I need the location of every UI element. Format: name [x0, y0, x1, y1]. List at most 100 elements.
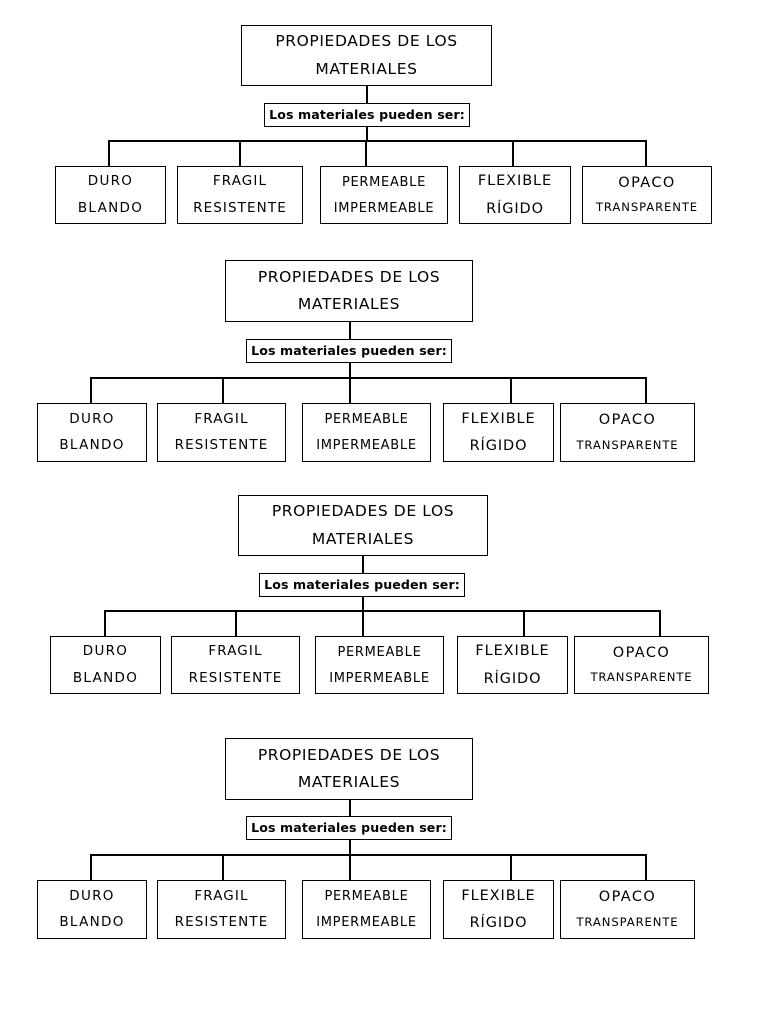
- leaf-line-2: BLANDO: [77, 199, 144, 216]
- leaf-line-1: FRAGIL: [194, 410, 249, 427]
- connector-drop-3: [365, 140, 367, 166]
- title-box: PROPIEDADES DE LOS MATERIALES: [241, 25, 492, 86]
- connector-drop-4: [510, 377, 512, 403]
- leaf-line-2: BLANDO: [72, 669, 139, 686]
- title-box: PROPIEDADES DE LOS MATERIALES: [225, 260, 473, 322]
- leaf-box-opaco-transparente: OPACO TRANSPARENTE: [582, 166, 712, 224]
- connector-drop-4: [512, 140, 514, 166]
- connector-title-to-subtitle: [366, 86, 368, 103]
- connector-drop-4: [523, 610, 525, 636]
- leaf-line-2: IMPERMEABLE: [316, 915, 417, 930]
- leaf-line-2: TRANSPARENTE: [576, 437, 679, 452]
- leaf-line-1: OPACO: [598, 412, 657, 429]
- connector-drop-5: [645, 377, 647, 403]
- leaf-line-2: TRANSPARENTE: [590, 670, 693, 685]
- title-box: PROPIEDADES DE LOS MATERIALES: [238, 495, 488, 556]
- leaf-line-2: RESISTENTE: [174, 914, 269, 930]
- leaf-line-2: RÍGIDO: [483, 670, 542, 687]
- leaf-line-2: RESISTENTE: [193, 199, 287, 216]
- leaf-line-1: FLEXIBLE: [477, 173, 553, 189]
- connector-drop-4: [510, 854, 512, 880]
- leaf-box-duro-blando: DURO BLANDO: [50, 636, 161, 694]
- subtitle-box: Los materiales pueden ser:: [264, 103, 470, 127]
- leaf-line-1: DURO: [87, 173, 134, 189]
- connector-drop-3: [362, 610, 364, 636]
- connector-drop-3: [349, 377, 351, 403]
- connector-horizontal-bus: [104, 610, 659, 612]
- leaf-box-permeable-impermeable: PERMEABLE IMPERMEABLE: [320, 166, 448, 224]
- leaf-line-2: BLANDO: [59, 914, 125, 930]
- leaf-line-1: DURO: [69, 887, 115, 904]
- connector-drop-5: [645, 854, 647, 880]
- leaf-line-2: BLANDO: [59, 437, 125, 453]
- connector-subtitle-to-bus: [362, 597, 364, 610]
- leaf-line-2: RESISTENTE: [188, 669, 283, 686]
- leaf-box-permeable-impermeable: PERMEABLE IMPERMEABLE: [302, 880, 431, 939]
- connector-title-to-subtitle: [349, 800, 351, 816]
- leaf-line-2: RESISTENTE: [174, 437, 269, 453]
- leaf-line-2: TRANSPARENTE: [576, 914, 679, 929]
- leaf-line-1: FLEXIBLE: [461, 410, 536, 427]
- connector-drop-1: [108, 140, 110, 166]
- connector-title-to-subtitle: [349, 322, 351, 339]
- leaf-line-1: OPACO: [612, 644, 671, 661]
- title-line-1: PROPIEDADES DE LOS: [257, 267, 441, 286]
- connector-horizontal-bus: [90, 854, 646, 856]
- leaf-box-fragil-resistente: FRAGIL RESISTENTE: [157, 880, 286, 939]
- connector-drop-5: [659, 610, 661, 636]
- title-line-2: MATERIALES: [311, 529, 415, 548]
- connector-drop-2: [235, 610, 237, 636]
- connector-drop-3: [349, 854, 351, 880]
- connector-horizontal-bus: [90, 377, 646, 379]
- leaf-box-flexible-rigido: FLEXIBLE RÍGIDO: [459, 166, 571, 224]
- leaf-line-1: OPACO: [598, 889, 657, 906]
- title-line-2: MATERIALES: [315, 59, 418, 78]
- leaf-line-2: TRANSPARENTE: [595, 200, 699, 215]
- title-line-1: PROPIEDADES DE LOS: [275, 32, 458, 50]
- leaf-line-1: FLEXIBLE: [475, 643, 550, 659]
- leaf-box-flexible-rigido: FLEXIBLE RÍGIDO: [443, 880, 554, 939]
- title-line-1: PROPIEDADES DE LOS: [257, 745, 441, 764]
- title-line-2: MATERIALES: [297, 773, 401, 791]
- leaf-box-flexible-rigido: FLEXIBLE RÍGIDO: [443, 403, 554, 462]
- leaf-box-duro-blando: DURO BLANDO: [37, 880, 147, 939]
- connector-subtitle-to-bus: [349, 363, 351, 377]
- leaf-box-opaco-transparente: OPACO TRANSPARENTE: [560, 403, 695, 462]
- leaf-box-opaco-transparente: OPACO TRANSPARENTE: [574, 636, 709, 694]
- leaf-box-duro-blando: DURO BLANDO: [37, 403, 147, 462]
- leaf-line-1: DURO: [69, 410, 115, 427]
- connector-drop-1: [90, 377, 92, 403]
- connector-title-to-subtitle: [362, 556, 364, 573]
- leaf-line-2: IMPERMEABLE: [316, 438, 417, 453]
- leaf-box-opaco-transparente: OPACO TRANSPARENTE: [560, 880, 695, 939]
- connector-horizontal-bus: [108, 140, 645, 142]
- connector-drop-2: [239, 140, 241, 166]
- connector-drop-5: [645, 140, 647, 166]
- connector-drop-1: [90, 854, 92, 880]
- title-line-1: PROPIEDADES DE LOS: [271, 502, 455, 520]
- leaf-line-1: FRAGIL: [208, 643, 263, 659]
- connector-subtitle-to-bus: [349, 840, 351, 854]
- connector-drop-1: [104, 610, 106, 636]
- title-line-2: MATERIALES: [297, 295, 401, 313]
- leaf-line-2: RÍGIDO: [486, 200, 544, 217]
- leaf-line-1: FLEXIBLE: [461, 887, 536, 904]
- leaf-box-fragil-resistente: FRAGIL RESISTENTE: [171, 636, 300, 694]
- leaf-line-2: RÍGIDO: [469, 438, 528, 454]
- leaf-line-2: IMPERMEABLE: [333, 200, 435, 216]
- subtitle-box: Los materiales pueden ser:: [259, 573, 465, 597]
- leaf-box-fragil-resistente: FRAGIL RESISTENTE: [157, 403, 286, 462]
- leaf-line-1: PERMEABLE: [337, 644, 422, 660]
- leaf-line-1: DURO: [82, 643, 129, 659]
- leaf-line-1: OPACO: [618, 174, 676, 191]
- leaf-line-1: PERMEABLE: [324, 889, 409, 904]
- title-box: PROPIEDADES DE LOS MATERIALES: [225, 738, 473, 800]
- leaf-line-1: FRAGIL: [212, 173, 268, 189]
- subtitle-box: Los materiales pueden ser:: [246, 339, 452, 363]
- leaf-line-1: FRAGIL: [194, 887, 249, 904]
- leaf-line-1: PERMEABLE: [341, 174, 427, 190]
- leaf-line-2: RÍGIDO: [469, 915, 528, 931]
- connector-drop-2: [222, 854, 224, 880]
- connector-drop-2: [222, 377, 224, 403]
